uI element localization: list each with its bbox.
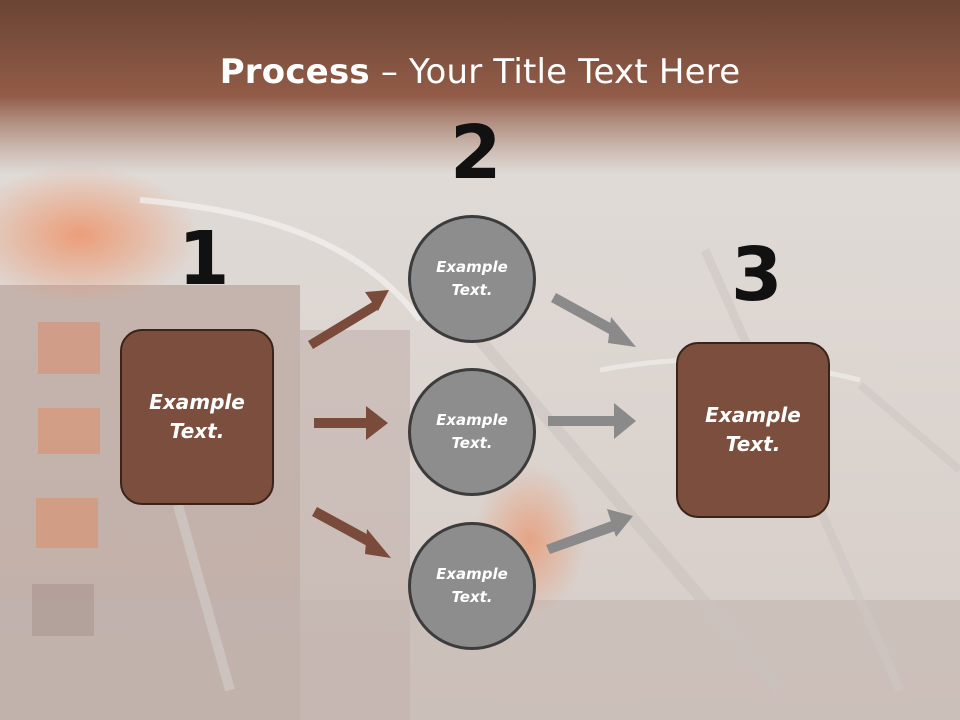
arrow-bottom-to-3 <box>546 509 633 554</box>
step-3-text-line2: Text. <box>725 432 781 456</box>
circle-middle-line2: Text. <box>451 434 493 452</box>
title-rest: – Your Title Text Here <box>369 52 741 92</box>
circle-bottom-line1: Example <box>436 565 508 583</box>
step-1-text-line2: Text. <box>169 419 225 443</box>
circle-top-line2: Text. <box>451 281 493 299</box>
step-number-1: 1 <box>178 216 230 302</box>
circle-top-line1: Example <box>436 258 508 276</box>
slide-title: Process – Your Title Text Here <box>0 52 960 92</box>
step-number-3: 3 <box>731 232 783 318</box>
step-number-2: 2 <box>450 110 502 196</box>
arrow-top-to-3 <box>551 293 636 347</box>
arrow-middle-to-3 <box>548 403 636 439</box>
arrow-1-to-bottom <box>312 507 391 558</box>
step-3-text-line1: Example <box>705 403 801 427</box>
circle-middle-line1: Example <box>436 411 508 429</box>
arrow-1-to-top <box>308 290 389 349</box>
step-1-text-line1: Example <box>149 390 245 414</box>
title-bold: Process <box>219 52 370 92</box>
circle-bottom-line2: Text. <box>451 588 493 606</box>
arrow-1-to-middle <box>314 406 388 440</box>
